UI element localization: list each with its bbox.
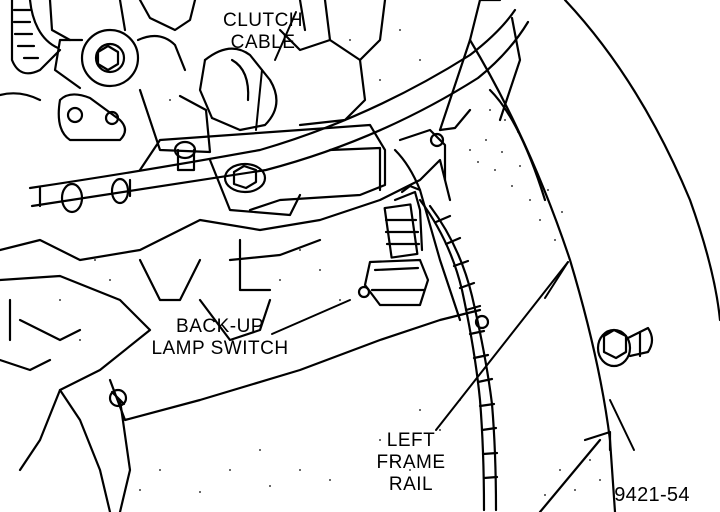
figure-number: 9421-54 — [614, 484, 690, 506]
switch-wire — [418, 198, 499, 512]
frame-bolt — [596, 326, 654, 368]
label-backup-lamp-switch-line1: BACK-UP — [176, 316, 264, 337]
leader-lines — [255, 11, 635, 451]
label-left-frame-rail: LEFT FRAME RAIL — [366, 430, 456, 496]
left-frame-rail — [438, 0, 720, 512]
label-clutch-cable-line2: CABLE — [230, 32, 296, 53]
label-backup-lamp-switch-line2: LAMP SWITCH — [151, 338, 289, 359]
label-left-frame-rail-line1: LEFT — [386, 430, 436, 451]
backup-lamp-switch — [357, 184, 430, 307]
clutch-cable — [28, 8, 530, 214]
cable-bracket — [138, 123, 387, 217]
label-clutch-cable-line1: CLUTCH — [222, 10, 304, 31]
label-backup-lamp-switch: BACK-UP LAMP SWITCH — [150, 316, 290, 360]
label-clutch-cable: CLUTCH CABLE — [208, 10, 318, 54]
label-left-frame-rail-line3: RAIL — [388, 474, 434, 495]
label-left-frame-rail-line2: FRAME — [376, 452, 446, 473]
wiring-harness-top-left — [0, 0, 72, 102]
stipple-shading — [59, 29, 601, 496]
